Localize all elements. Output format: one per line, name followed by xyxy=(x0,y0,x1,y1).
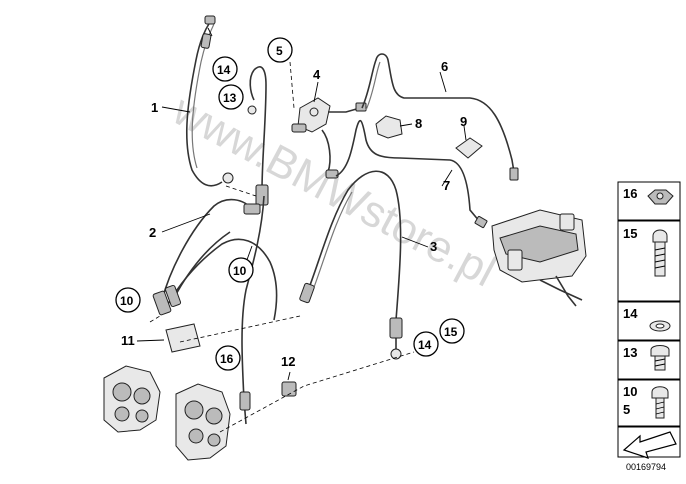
cap-12 xyxy=(281,381,297,397)
brake-line-6 xyxy=(361,53,519,181)
banjo-bolt-icon xyxy=(652,229,668,277)
svg-text:16: 16 xyxy=(623,186,637,201)
legend-row-15: 15 xyxy=(623,226,668,277)
diagram-code: 00169794 xyxy=(626,462,666,472)
callout-11: 11 xyxy=(121,333,135,348)
legend-row-13: 13 xyxy=(623,345,670,371)
svg-text:5: 5 xyxy=(276,44,283,58)
brake-hose-3 xyxy=(299,170,403,360)
svg-text:13: 13 xyxy=(623,345,637,360)
callout-13-circled: 13 xyxy=(218,84,244,110)
callout-1: 1 xyxy=(151,100,158,115)
callout-15-circled: 15 xyxy=(439,318,465,344)
callout-6: 6 xyxy=(441,59,448,74)
brake-hose-2 xyxy=(152,198,278,321)
svg-text:5: 5 xyxy=(623,402,630,417)
callout-5-circled: 5 xyxy=(267,37,293,63)
legend-row-14: 14 xyxy=(623,306,671,332)
svg-text:13: 13 xyxy=(223,91,237,105)
plate-9 xyxy=(455,137,483,159)
screw-icon xyxy=(651,386,669,419)
brake-line-7 xyxy=(335,119,488,229)
direction-arrow-icon xyxy=(622,431,677,459)
pressure-modulator-4 xyxy=(291,97,367,179)
svg-text:14: 14 xyxy=(418,338,432,352)
callout-14-circled-top: 14 xyxy=(212,56,238,82)
callout-12: 12 xyxy=(281,354,295,369)
brake-caliper-left xyxy=(103,365,161,433)
callout-9: 9 xyxy=(460,114,467,129)
svg-text:14: 14 xyxy=(217,63,231,77)
hollow-bolt-icon xyxy=(650,345,670,371)
svg-text:15: 15 xyxy=(623,226,637,241)
washer-icon xyxy=(649,320,671,332)
legend-row-10-5: 10 5 xyxy=(623,384,669,419)
clamp-11 xyxy=(165,323,201,353)
callout-10-circled-middle: 10 xyxy=(228,257,254,283)
callout-14-circled-bottom: 14 xyxy=(413,331,439,357)
svg-text:10: 10 xyxy=(120,294,134,308)
svg-text:10: 10 xyxy=(623,384,637,399)
legend-row-arrow xyxy=(622,431,677,459)
legend-row-16: 16 xyxy=(623,186,674,205)
svg-text:15: 15 xyxy=(444,325,458,339)
brake-hose-1 xyxy=(185,15,234,187)
svg-text:14: 14 xyxy=(623,306,638,321)
svg-text:16: 16 xyxy=(220,352,234,366)
callout-16-circled: 16 xyxy=(215,345,241,371)
abs-pressure-unit xyxy=(491,209,587,307)
brake-hose-10 xyxy=(239,195,265,425)
callout-7: 7 xyxy=(443,178,450,193)
callout-10-circled-left: 10 xyxy=(115,287,141,313)
brake-hose-13 xyxy=(247,66,269,206)
callout-2: 2 xyxy=(149,225,156,240)
legend-panel: 16 15 14 13 xyxy=(617,181,681,459)
watermark-text: www.BMWstore.pl xyxy=(164,85,503,296)
brake-caliper-right xyxy=(175,383,231,461)
svg-text:10: 10 xyxy=(233,264,247,278)
bracket-8 xyxy=(375,115,403,139)
callout-3: 3 xyxy=(430,239,437,254)
callout-8: 8 xyxy=(415,116,422,131)
callout-4: 4 xyxy=(313,67,321,82)
